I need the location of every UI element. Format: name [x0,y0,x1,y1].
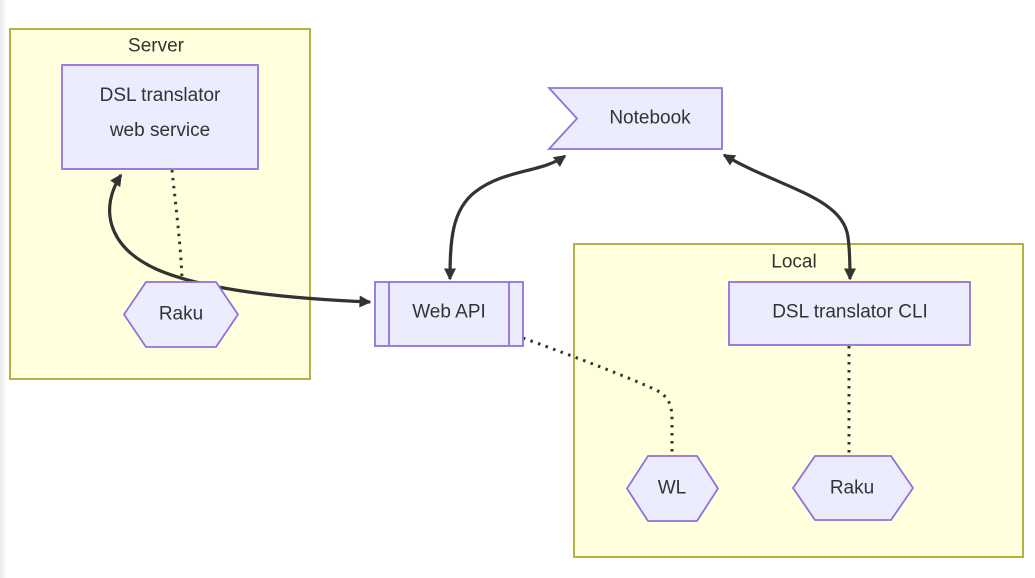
edge-webapi-wl-dotted [522,336,674,454]
node-server-raku-hexagon [122,281,240,348]
edge-webapi-notebook [444,154,567,281]
node-notebook-flag [546,87,723,150]
node-cli-shape [728,281,971,346]
node-web-service-shape [61,64,259,170]
node-web-api-shape [374,281,524,347]
edge-webapi-webservice [108,173,372,308]
node-web-api-rect [374,281,524,347]
node-wl-hexagon [625,455,720,522]
window-edge-shadow [0,0,7,578]
node-local-raku-hexagon [791,455,915,521]
edge-notebook-cli [722,153,856,281]
